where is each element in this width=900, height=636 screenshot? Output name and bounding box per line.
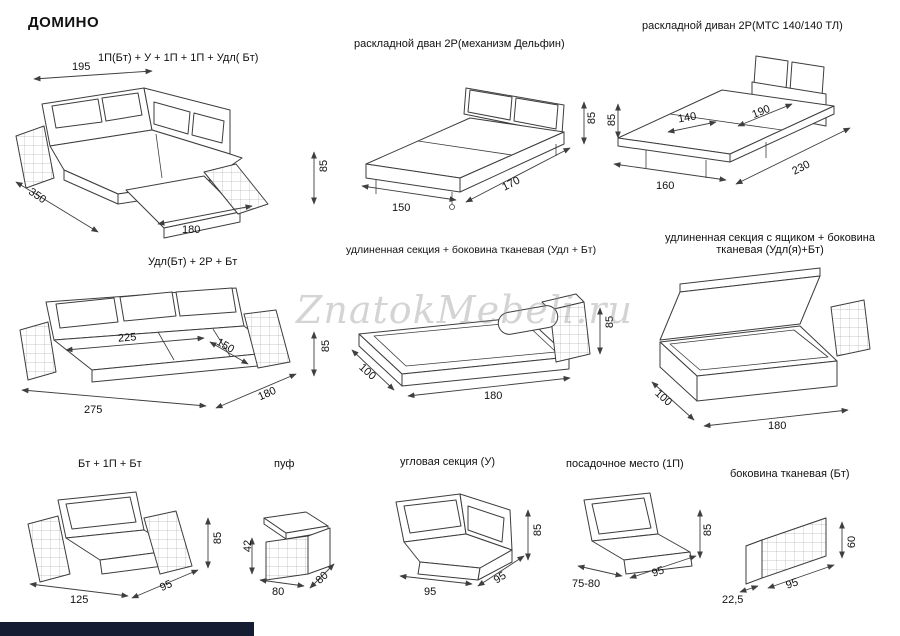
figure-title: боковина тканевая (Бт) (730, 468, 850, 480)
figure-title: удлиненная секция с ящиком + боковина тк… (665, 232, 875, 256)
corner-section-drawing (395, 493, 531, 587)
dimension-lines (739, 521, 845, 593)
figure-title: Удл(Бт) + 2Р + Бт (148, 256, 238, 268)
sofa-sketch (263, 511, 331, 581)
figure-title: удлиненная секция + боковина тканевая (У… (346, 244, 597, 256)
dimension-lines (15, 68, 317, 233)
watermark: ZnatokMebeli.ru (296, 288, 633, 332)
sofa-sketch (27, 491, 193, 583)
sofa-sketch (745, 517, 827, 585)
sofa-bed-dolphin-drawing (361, 87, 587, 210)
figure-title: Бт + 1П + Бт (78, 458, 142, 470)
figure-corner-sofa: 1П(Бт) + У + 1П + 1П + Удл( Бт) 195 350 … (6, 48, 342, 248)
dim-label-front-width: 160 (656, 180, 675, 192)
dim-label-height: 85 (532, 523, 545, 537)
dim-label-height: 60 (846, 535, 859, 549)
figure-udl-2r-bt: Удл(Бт) + 2Р + Бт 225 150 275 180 85 (8, 256, 342, 426)
dim-label-height: 85 (606, 113, 619, 127)
dim-label-height: 85 (320, 339, 333, 353)
figure-long-section-storage: удлиненная секция с ящиком + боковина тк… (642, 232, 898, 442)
figure-side-panel: боковина тканевая (Бт) 22,5 95 60 (722, 458, 878, 613)
dimension-lines (577, 509, 703, 579)
dim-label-front-width: 180 (484, 390, 503, 402)
dim-label-height: 42 (242, 539, 255, 553)
dimension-lines (21, 331, 317, 409)
dimension-lines (351, 307, 603, 399)
figure-pouf: пуф 80 80 42 (242, 452, 350, 616)
corner-sofa-drawing (15, 68, 317, 239)
sofa-sketch (15, 87, 269, 239)
dim-label-front-width: 22,5 (722, 594, 744, 606)
sofa-bed-mtc-drawing (613, 55, 851, 185)
figure-sofa-bed-mtc: раскладной диван 2Р(МТС 140/140 ТЛ) 140 … (606, 20, 898, 220)
dim-label-front-width: 180 (182, 224, 201, 236)
dimension-lines (361, 101, 587, 203)
figure-title: пуф (274, 458, 295, 470)
sofa-sketch (395, 493, 513, 581)
figure-title: раскладной диван 2Р(МТС 140/140 ТЛ) (642, 20, 843, 32)
dimension-lines (249, 537, 335, 589)
figure-title: посадочное место (1П) (566, 458, 684, 470)
dimension-lines (613, 103, 851, 185)
dimension-lines (651, 381, 849, 429)
pouf-drawing (249, 511, 335, 589)
footer-strip (0, 622, 254, 636)
dim-label-front-width: 75-80 (572, 578, 601, 590)
dim-label-inner-width: 225 (117, 331, 137, 345)
armchair-drawing (27, 491, 211, 599)
long-section-storage-drawing (651, 267, 871, 429)
side-panel-drawing (739, 517, 845, 593)
figure-sofa-bed-dolphin: раскладной дван 2Р(механизм Дельфин) 150… (348, 36, 600, 230)
dim-label-height: 85 (702, 523, 715, 537)
dim-label-front-width: 275 (84, 404, 103, 416)
figure-corner-section: угловая секция (У) 95 95 85 (372, 450, 544, 616)
figure-long-section: удлиненная секция + боковина тканевая (У… (344, 244, 618, 420)
dim-label-front-width: 125 (70, 594, 89, 606)
dim-label-height: 85 (318, 159, 331, 173)
sofa-sketch (583, 492, 693, 575)
long-section-drawing (351, 293, 603, 399)
dimension-lines (399, 509, 531, 587)
sofa-sketch (19, 287, 291, 383)
dimension-lines (29, 517, 211, 599)
dim-label-height: 85 (586, 111, 599, 125)
figure-title: угловая секция (У) (400, 456, 495, 468)
dim-label-front-width: 80 (272, 586, 285, 598)
udl-2r-bt-drawing (19, 287, 317, 409)
dim-label-front-width: 150 (392, 202, 411, 214)
dim-label-front-width: 180 (768, 420, 787, 432)
page-title: ДОМИНО (28, 14, 100, 31)
dim-label-front-width: 95 (424, 586, 437, 598)
figure-title: 1П(Бт) + У + 1П + 1П + Удл( Бт) (98, 52, 259, 64)
dim-label-height: 85 (212, 531, 225, 545)
figure-title: раскладной дван 2Р(механизм Дельфин) (354, 38, 565, 50)
figure-armchair: Бт + 1П + Бт 125 95 85 (14, 452, 238, 616)
sofa-sketch (659, 267, 871, 402)
figure-single-seat: посадочное место (1П) 75-80 95 85 (552, 452, 714, 616)
single-seat-drawing (577, 492, 703, 579)
dim-label-top-width: 195 (72, 61, 91, 73)
